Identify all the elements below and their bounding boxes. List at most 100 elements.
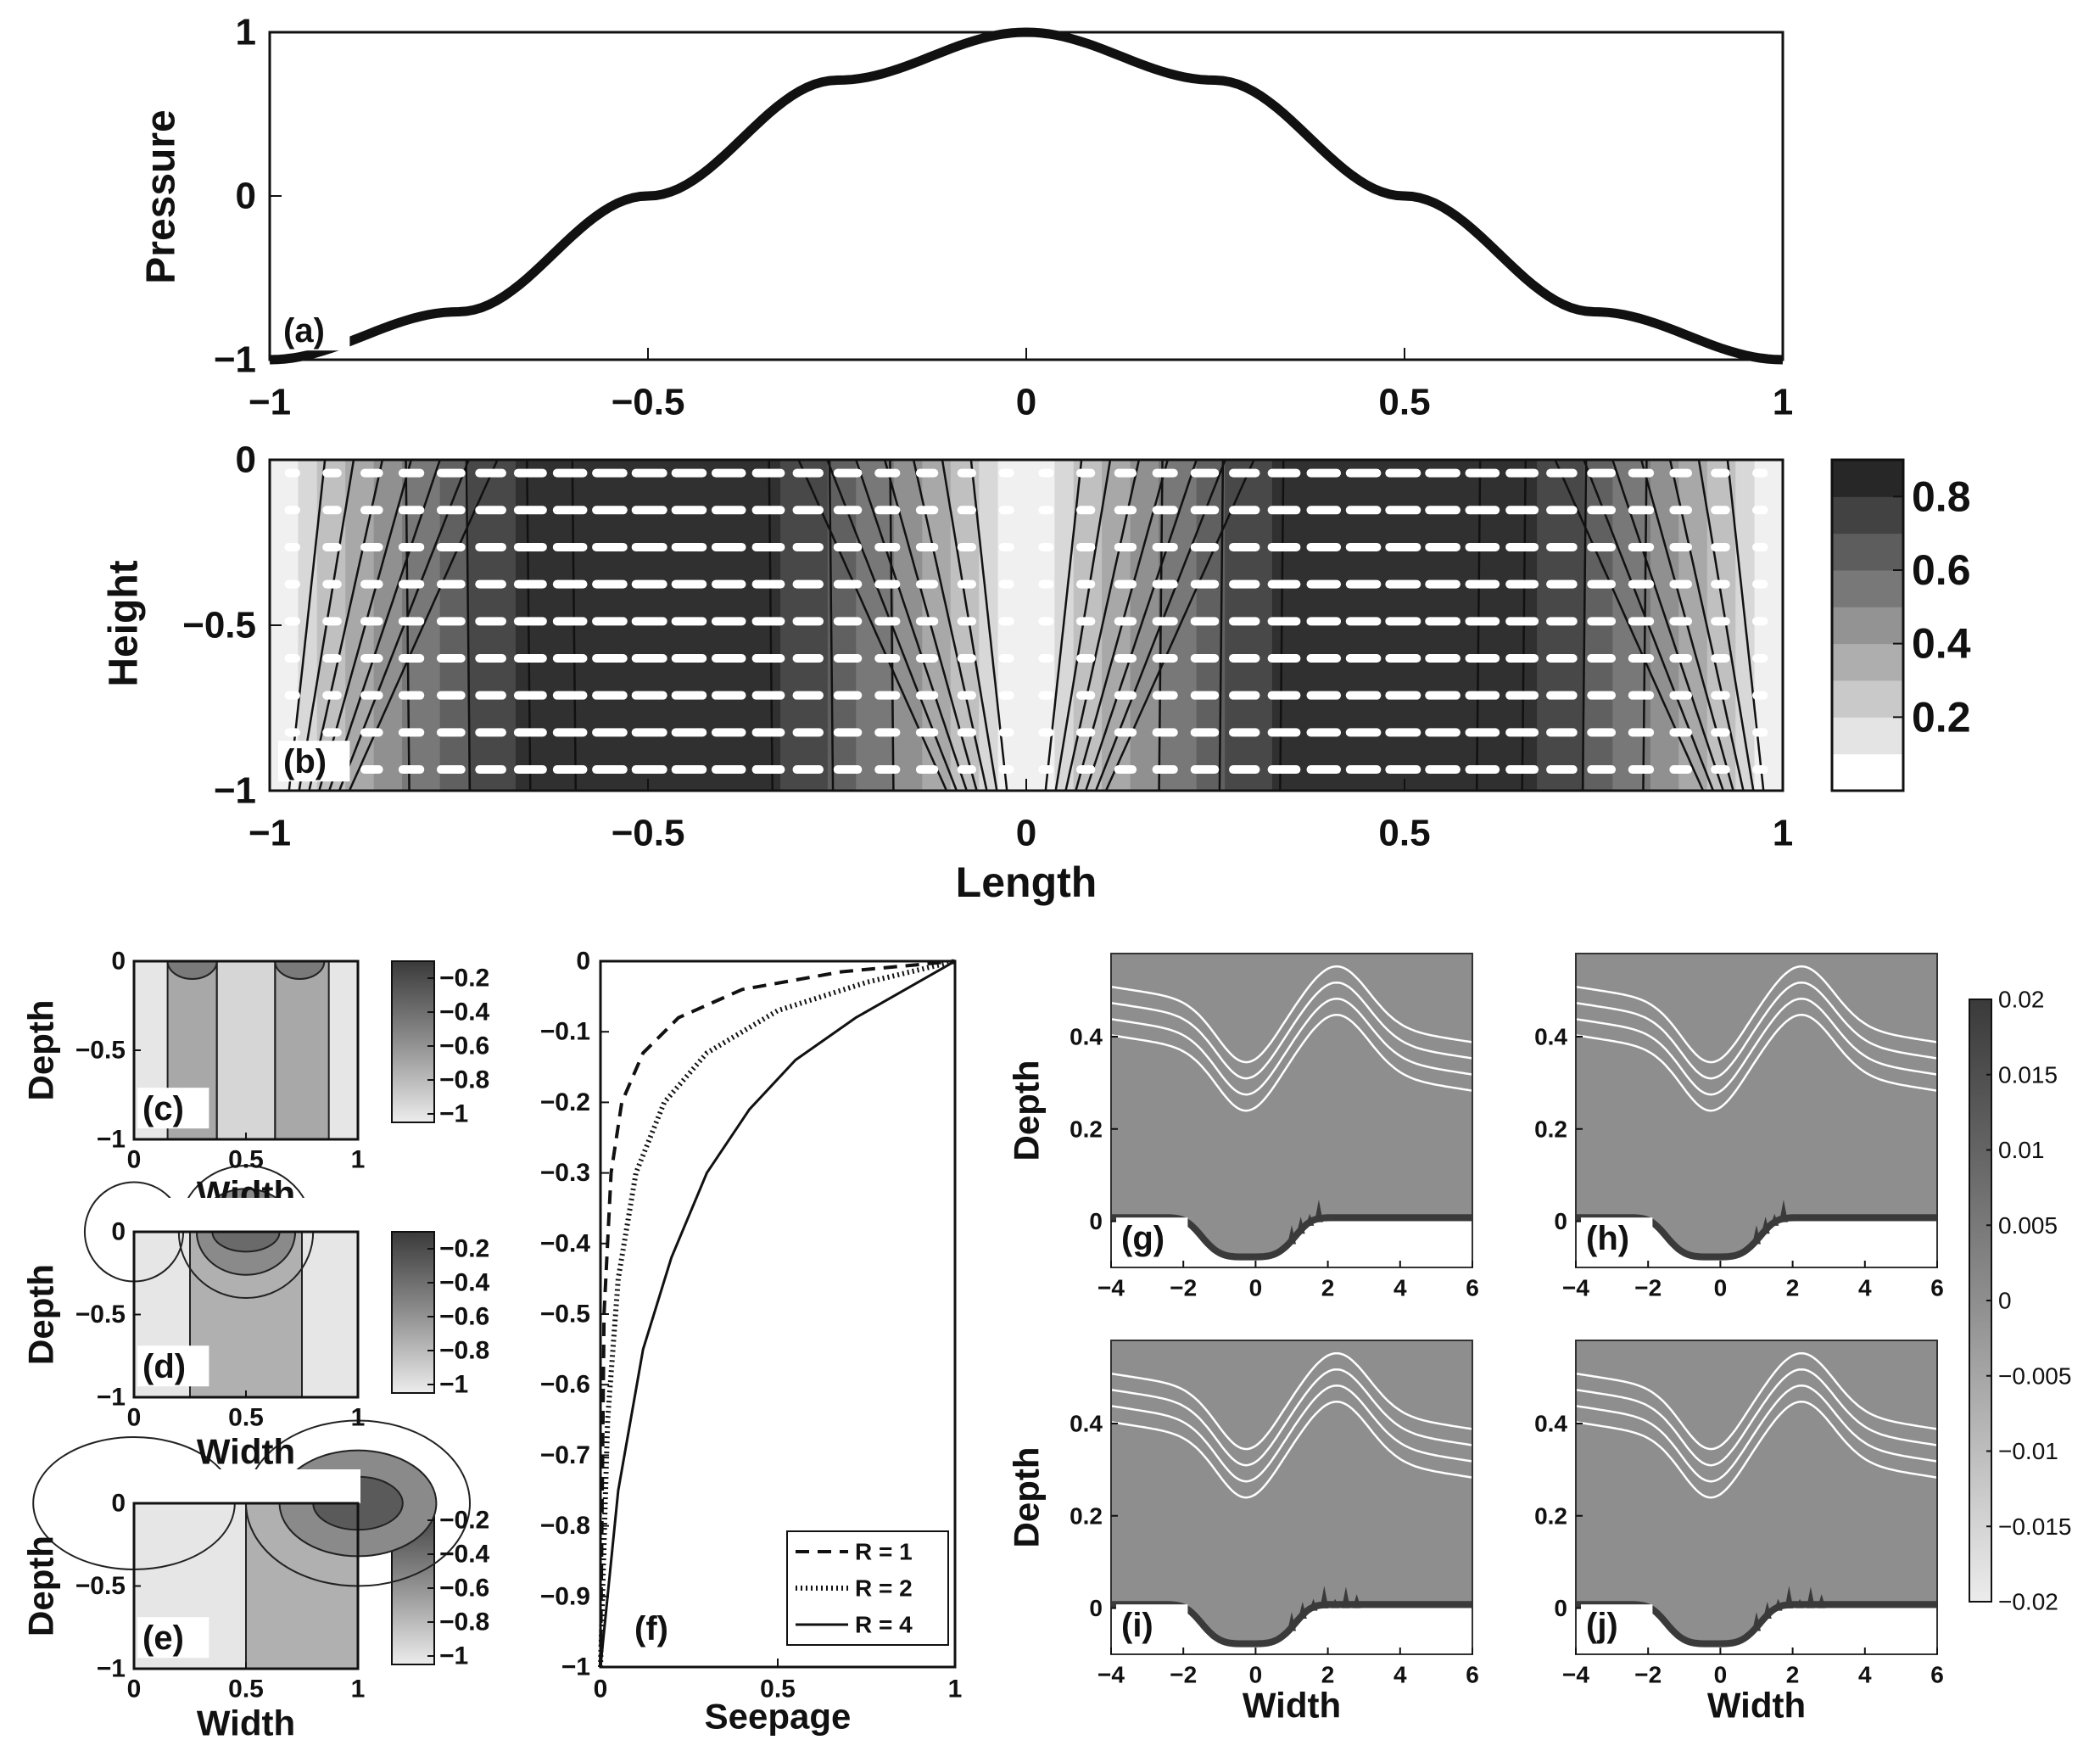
panel-label: (i)	[1121, 1607, 1153, 1644]
instability-spike	[1296, 1217, 1305, 1234]
y-tick-label: −1	[97, 1655, 126, 1683]
instability-spike	[1752, 1612, 1761, 1631]
speed-band	[1177, 460, 1188, 791]
panel-label-box	[137, 1345, 209, 1387]
isopycnal-line	[1110, 1013, 1473, 1112]
x-tick-label: 1	[351, 1675, 366, 1703]
panel-label: (h)	[1586, 1220, 1629, 1257]
colorbar-tick-label: −0.8	[439, 1608, 489, 1636]
y-tick-label: 0	[576, 948, 590, 976]
y-tick-label: 0.4	[1534, 1410, 1567, 1436]
speed-band	[1537, 460, 1548, 791]
panel-label-box	[1116, 1217, 1188, 1259]
x-tick-label: 0.5	[228, 1404, 264, 1432]
x-tick-label: 6	[1930, 1662, 1944, 1688]
colorbar-tick-label: −0.4	[439, 999, 490, 1027]
x-tick-label: 4	[1393, 1662, 1407, 1688]
x-tick-label: 0.5	[1378, 813, 1430, 854]
panel-label-box	[1581, 1604, 1653, 1646]
y-tick-label: −0.3	[540, 1159, 590, 1187]
speed-band	[1697, 460, 1708, 791]
x-tick-label: −4	[1097, 1275, 1125, 1301]
x-tick-label: 2	[1786, 1662, 1800, 1688]
speed-band	[1574, 460, 1585, 791]
isopycnal-line	[1575, 997, 1938, 1096]
speed-band	[392, 460, 404, 791]
speed-band	[1763, 460, 1774, 791]
x-tick-label: −4	[1562, 1275, 1589, 1301]
colorbar-tick-label: −0.6	[439, 1032, 489, 1060]
speed-band	[1130, 460, 1141, 791]
y-tick-label: −0.5	[540, 1301, 590, 1329]
isopycnal-line	[1110, 981, 1473, 1080]
x-tick-label: 0	[594, 1675, 608, 1703]
colorbar-tick-label: 0.005	[1998, 1212, 2058, 1239]
panel-label-box	[1581, 1217, 1653, 1259]
instability-spike	[1770, 1213, 1779, 1226]
colorbar-small	[391, 960, 435, 1123]
colorbar-step	[1832, 680, 1903, 718]
speed-band	[1726, 460, 1737, 791]
y-tick-label: −1	[214, 339, 256, 381]
x-tick-label: 0.5	[228, 1146, 264, 1174]
y-tick-label: 0	[111, 1490, 126, 1518]
instability-spike	[1314, 1200, 1323, 1222]
speed-band	[667, 460, 678, 791]
y-axis-label-field: Depth	[1007, 1447, 1047, 1548]
colorbar-tick-label: 0	[1998, 1288, 2012, 1314]
y-axis-label-b: Height	[102, 560, 147, 686]
x-axis-label-f: Seepage	[705, 1697, 852, 1737]
x-tick-label: 1	[351, 1404, 366, 1432]
y-tick-label: 0	[236, 439, 256, 481]
contour-line	[1218, 459, 1225, 792]
colorbar-tick-label: 0.6	[1912, 546, 1971, 594]
colorbar-step	[1832, 643, 1903, 681]
x-tick-label: 0.5	[760, 1675, 796, 1703]
speed-band	[941, 460, 952, 791]
colorbar-frame-b	[1830, 458, 1905, 792]
speed-band	[1499, 460, 1510, 791]
colorbar-tick-label: −0.005	[1998, 1362, 2071, 1389]
isopycnal-line	[1575, 1368, 1938, 1467]
x-tick-label: −1	[249, 813, 291, 854]
isopycnal-line	[1110, 1400, 1473, 1499]
speed-band	[1622, 460, 1633, 791]
colorbar-tick-label: −1	[439, 1642, 468, 1670]
colorbar-tick-label: −1	[439, 1371, 468, 1399]
y-axis-label-a: Pressure	[139, 109, 184, 283]
panel-label-box	[629, 1608, 701, 1649]
colorbar-tick-label: −0.4	[439, 1541, 490, 1569]
x-tick-label: −1	[249, 382, 291, 423]
speed-band	[279, 460, 290, 791]
speed-band	[903, 460, 914, 791]
colorbar-tick-label: −0.2	[439, 1507, 489, 1535]
instability-spike	[1352, 1594, 1361, 1608]
y-tick-label: −1	[214, 770, 256, 812]
speed-band	[619, 460, 630, 791]
instability-spike	[1784, 1586, 1794, 1608]
x-tick-label: 2	[1321, 1662, 1335, 1688]
y-tick-label: 1	[236, 12, 256, 53]
speed-band	[913, 460, 924, 791]
contour-line	[465, 459, 472, 792]
y-tick-label: −0.1	[540, 1018, 590, 1046]
colorbar-tick-label: −1	[439, 1100, 468, 1128]
speed-band	[1016, 460, 1027, 791]
x-tick-label: −4	[1562, 1662, 1589, 1688]
y-tick-label: −0.2	[540, 1088, 590, 1116]
isopycnal-line	[1110, 965, 1473, 1064]
x-tick-label: 0	[1249, 1275, 1263, 1301]
colorbar-tick-label: −0.6	[439, 1575, 489, 1603]
panel-label-box	[278, 741, 350, 782]
x-tick-label: 0	[127, 1675, 142, 1703]
clip-top	[131, 1198, 360, 1232]
colorbar-tick-label: 0.8	[1912, 473, 1971, 520]
series-line-dashed	[599, 959, 956, 1668]
y-tick-label: −0.5	[75, 1301, 126, 1329]
x-tick-label: 0	[1249, 1662, 1263, 1688]
isopycnal-line	[1110, 1351, 1473, 1451]
panel-label-box	[137, 1617, 209, 1659]
instability-spike	[1796, 1598, 1805, 1608]
